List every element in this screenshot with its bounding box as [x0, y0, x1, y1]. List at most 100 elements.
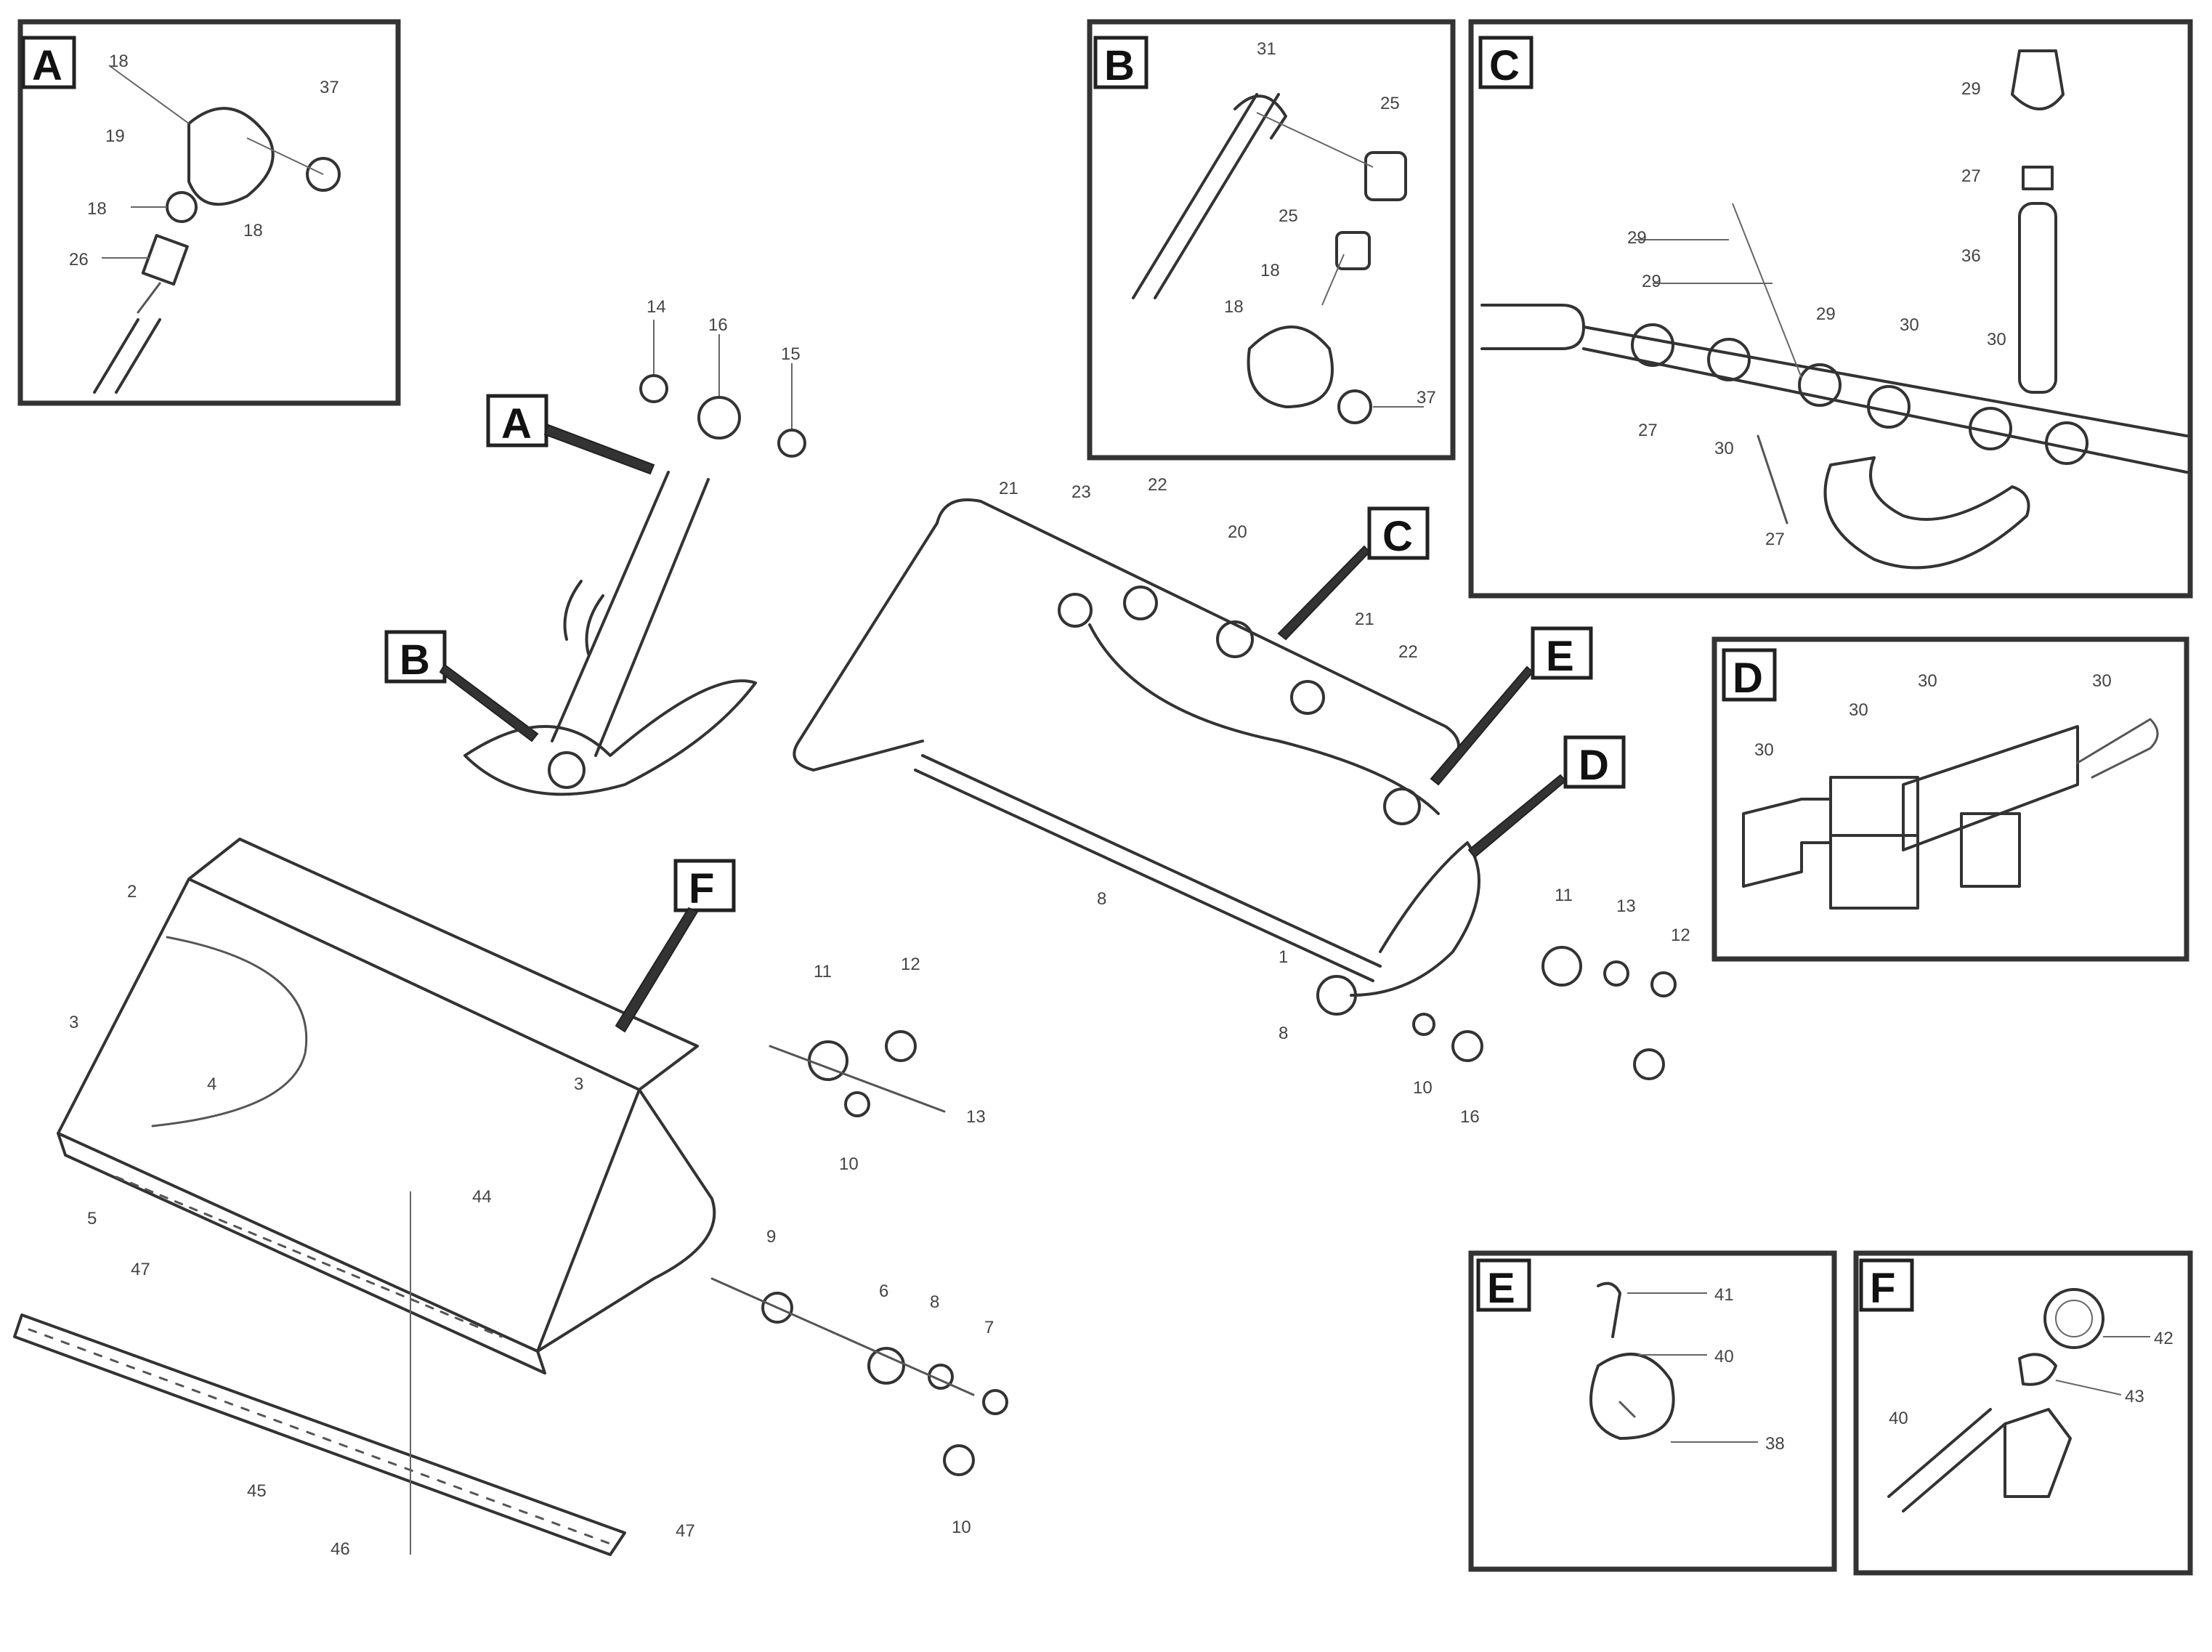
hose-end [137, 282, 161, 314]
part-number: 27 [1765, 530, 1785, 549]
part-number: 18 [1224, 297, 1244, 317]
bucket-top-rail [187, 838, 699, 1091]
callout-letter-f-main: F [689, 865, 714, 912]
part-number: 38 [1765, 1434, 1785, 1454]
bracket-block [1829, 776, 1919, 910]
bucket-shell [57, 878, 641, 1353]
part-number: 27 [1638, 421, 1658, 440]
part-number: 25 [1380, 94, 1400, 113]
part-number: 18 [1260, 261, 1280, 280]
part-number: 36 [1961, 246, 1981, 266]
part-number: 3 [69, 1013, 78, 1032]
part-number: 12 [1671, 926, 1690, 945]
tube-end [1480, 304, 1585, 350]
part-number: 21 [999, 479, 1018, 498]
detail-panel-a: A 18 19 18 18 37 26 [17, 19, 401, 406]
callout-letter-e: E [1487, 1265, 1515, 1312]
pivot-bracket [187, 107, 275, 206]
part-number: 46 [331, 1539, 350, 1559]
cap [2011, 49, 2065, 110]
bracket [2004, 1408, 2072, 1498]
lift-arm-assembly: A B 14 16 15 [384, 297, 806, 796]
callout-label-a [486, 394, 548, 448]
hose-loop [1823, 456, 2030, 570]
part-number: 9 [766, 1227, 776, 1247]
grease-nipple [2043, 1288, 2104, 1349]
callout-label-c [1478, 36, 1534, 89]
part-number: 27 [1961, 166, 1981, 186]
detail-panel-d: D 30 30 30 30 [1711, 636, 2189, 962]
part-number: 40 [1889, 1409, 1908, 1428]
part-number: 3 [574, 1074, 583, 1094]
boom-assembly: C E D 21 23 22 20 21 22 8 11 13 12 1 8 1… [793, 475, 1690, 1127]
part-number: 30 [1918, 671, 1937, 691]
part-number: 6 [879, 1281, 888, 1301]
part-number: 29 [1816, 304, 1836, 324]
part-number: 22 [1148, 475, 1167, 495]
pointer-a [543, 424, 655, 475]
part-number: 5 [87, 1209, 97, 1228]
part-number: 30 [1900, 315, 1919, 335]
callout-label-a [21, 36, 76, 89]
part-number: 30 [1714, 439, 1734, 458]
callout-letter-c: C [1489, 42, 1520, 89]
detail-panel-c: C 29 27 36 29 29 27 30 29 30 30 27 [1468, 19, 2193, 599]
pivot-bracket [1247, 325, 1334, 408]
part-number: 10 [952, 1518, 971, 1537]
fitting [1335, 231, 1371, 270]
callout-label-f [673, 859, 736, 912]
callout-label-b [384, 630, 447, 684]
callout-letter-f: F [1870, 1265, 1895, 1312]
hose [93, 318, 161, 394]
part-number: 7 [984, 1318, 994, 1337]
part-number: 30 [1754, 740, 1774, 760]
part-number: 21 [1355, 610, 1374, 629]
mounting-plate [1902, 725, 2079, 851]
part-number: 37 [320, 78, 339, 97]
part-number: 23 [1071, 482, 1091, 502]
part-number: 42 [2154, 1329, 2173, 1348]
part-number: 18 [243, 221, 263, 240]
part-number: 16 [1460, 1107, 1480, 1127]
part-number: 40 [1714, 1347, 1734, 1366]
callout-label-c [1367, 506, 1430, 560]
callout-letter-d-main: D [1579, 742, 1609, 789]
bracket-block [1960, 812, 2021, 888]
hose [1132, 93, 1280, 299]
clip [1757, 434, 1788, 525]
part-number: 11 [814, 962, 832, 981]
nut [306, 157, 341, 192]
part-number: 15 [781, 344, 801, 364]
callout-letter-a: A [32, 42, 62, 89]
fitting [1364, 151, 1407, 201]
hose [563, 580, 604, 655]
part-number: 8 [1097, 889, 1106, 909]
part-number: 29 [1627, 228, 1647, 248]
bucket-side-plate [536, 1088, 716, 1353]
cutting-edge [57, 1132, 546, 1374]
bucket-assembly: F 2 3 4 3 5 44 47 45 46 47 9 6 8 7 10 11… [13, 838, 1008, 1559]
wear-strip [13, 1313, 626, 1556]
part-number: 14 [647, 297, 666, 317]
part-number: 4 [207, 1074, 216, 1094]
tube-bottom [1582, 347, 2188, 474]
hydraulic-line [1088, 623, 1440, 815]
boom-rod [914, 754, 1382, 982]
pointer-c [1277, 545, 1371, 641]
seal [2022, 166, 2054, 190]
part-number: 10 [839, 1154, 859, 1174]
bolt [1597, 1281, 1621, 1338]
part-number: 41 [1714, 1285, 1734, 1305]
callout-letter-c-main: C [1382, 513, 1413, 560]
part-number: 11 [1555, 886, 1573, 905]
part-number: 12 [901, 955, 920, 974]
callout-letter-a-main: A [501, 400, 532, 448]
clamp [1589, 1353, 1675, 1440]
part-number: 22 [1398, 642, 1418, 662]
callout-label-b [1093, 36, 1148, 89]
part-number: 13 [1616, 896, 1636, 916]
cylinder-body [2018, 202, 2057, 394]
part-number: 20 [1228, 522, 1247, 542]
part-number: 26 [69, 250, 89, 270]
